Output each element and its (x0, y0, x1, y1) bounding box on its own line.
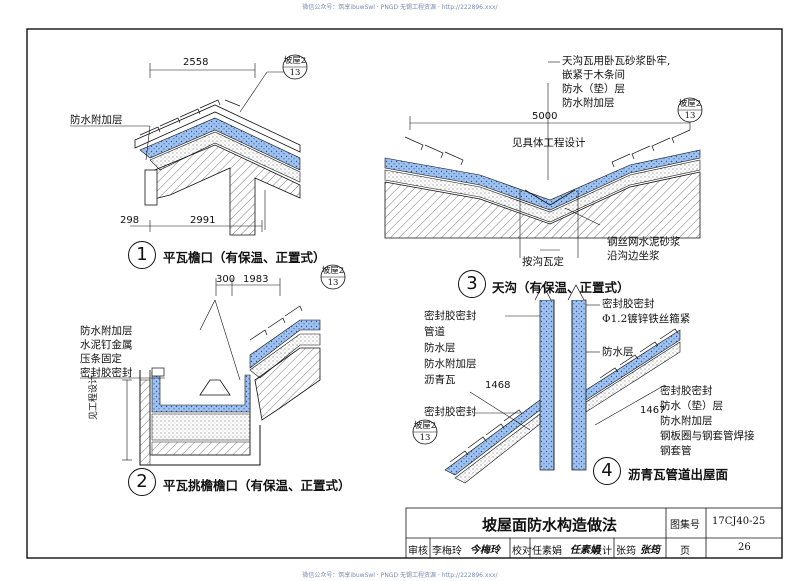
design-name: 张筠 (616, 546, 636, 557)
detail-4-label-right-1: 密封胶密封 (660, 385, 713, 397)
detail-4-ref-bottom: 13 (419, 433, 431, 443)
watermark-top: 微信公众号：筑享ibuwSwl · PNGD 无锡工程资源 · http://2… (302, 4, 498, 11)
review-name: 李梅玲 (432, 546, 462, 557)
design-signature: 张筠 (640, 545, 660, 556)
detail-3-dim-top: 5000 (532, 111, 558, 122)
detail-2-vertical-label: 见工程设计 (89, 374, 99, 420)
atlas-label: 图集号 (670, 520, 700, 531)
detail-4-caption: 沥青瓦管道出屋面 (628, 467, 729, 482)
sheet-title: 坡屋面防水构造做法 (482, 516, 618, 534)
detail-4-dim-a: 1468 (485, 380, 511, 391)
detail-3-label-bottom-2: 沿沟边坐浆 (607, 250, 660, 262)
detail-3-ref-bottom: 13 (684, 111, 696, 121)
sheet-border (26, 28, 783, 559)
detail-4-ref-top: 坡屋2 (413, 421, 437, 431)
detail-4-label-right-top-2: Φ1.2镀锌铁丝箍紧 (602, 313, 691, 325)
watermark-bottom: 微信公众号：筑享ibuwSwl · PNGD 无锡工程资源 · http://2… (302, 572, 498, 579)
detail-2-label-1: 防水附加层 (80, 325, 133, 337)
detail-4-label-left-3: 防水层 (424, 342, 456, 354)
detail-1-ref-bottom: 13 (289, 68, 301, 78)
detail-3-number: 3 (458, 270, 486, 298)
detail-2-drawing (122, 278, 321, 466)
detail-3-note-design: 见具体工程设计 (512, 137, 586, 149)
detail-4-label-left-4: 防水附加层 (424, 358, 477, 370)
detail-3-label-top-3: 防水（垫）层 (562, 83, 625, 95)
detail-3-label-bottom-1: 钢丝网水泥砂浆 (607, 236, 681, 248)
detail-1-number: 1 (128, 241, 156, 269)
detail-4-label-right-2: 防水（垫）层 (660, 400, 723, 412)
detail-4-label-left-1: 密封胶密封 (424, 310, 477, 322)
detail-3-drawing (384, 61, 701, 258)
detail-2-number: 2 (128, 468, 156, 496)
detail-3-label-top-2: 嵌紧于木条间 (562, 69, 625, 81)
detail-4-label-right-3: 防水附加层 (660, 415, 713, 427)
page-number: 26 (738, 542, 751, 553)
detail-4-label-left-5: 沥青瓦 (424, 374, 456, 386)
detail-2-label-2: 水泥钉金属 (80, 339, 133, 351)
detail-3-ref-top: 坡屋2 (678, 99, 702, 109)
title-block-frame (405, 507, 783, 559)
detail-3-note-gutter: 按沟瓦定 (522, 256, 564, 268)
detail-4-drawing (444, 284, 681, 484)
detail-2-label-4: 密封胶密封 (80, 367, 133, 379)
page-label: 页 (680, 546, 690, 557)
detail-4-dim-b: 1467 (640, 405, 666, 416)
detail-2-dim-left: 300 (216, 274, 236, 285)
detail-4-label-right-4: 钢板圈与钢套管焊接 (660, 430, 755, 442)
check-signature: 任素娟 (570, 545, 600, 556)
detail-2-caption: 平瓦挑檐檐口（有保温、正置式） (163, 478, 351, 493)
detail-1-dim-top: 2558 (183, 57, 209, 68)
atlas-number: 17CJ40-25 (712, 516, 766, 527)
detail-3-label-top-4: 防水附加层 (562, 97, 615, 109)
detail-4-label-seal-left: 密封胶密封 (424, 406, 477, 418)
review-label: 审核 (408, 546, 428, 557)
detail-1-dim-bottom: 2991 (190, 215, 216, 226)
detail-1-dim-left: 298 (120, 215, 140, 226)
detail-4-number: 4 (593, 457, 621, 485)
detail-4-label-waterproof: 防水层 (602, 346, 634, 358)
detail-1-caption: 平瓦檐口（有保温、正置式） (163, 250, 326, 265)
detail-1-ref-top: 坡屋2 (283, 56, 307, 66)
detail-1-drawing (130, 63, 301, 236)
detail-1-label: 防水附加层 (70, 114, 123, 126)
detail-2-ref-top: 坡屋2 (321, 266, 345, 276)
detail-3-caption: 天沟（有保温、正置式） (492, 280, 630, 295)
detail-2-label-3: 压条固定 (80, 353, 122, 365)
detail-4-label-left-2: 管道 (424, 326, 445, 338)
detail-3-label-top-1: 天沟瓦用卧瓦砂浆卧牢, (562, 55, 671, 67)
detail-2-dim-right: 1983 (243, 274, 269, 285)
design-label: 设计 (592, 546, 612, 557)
check-label: 校对 (512, 546, 532, 557)
detail-2-ref-bottom: 13 (327, 278, 339, 288)
detail-4-label-right-5: 钢套管 (660, 445, 692, 457)
review-signature: 今梅玲 (470, 545, 500, 556)
detail-4-label-right-top-1: 密封胶密封 (602, 298, 655, 310)
check-name: 任素娟 (532, 546, 562, 557)
